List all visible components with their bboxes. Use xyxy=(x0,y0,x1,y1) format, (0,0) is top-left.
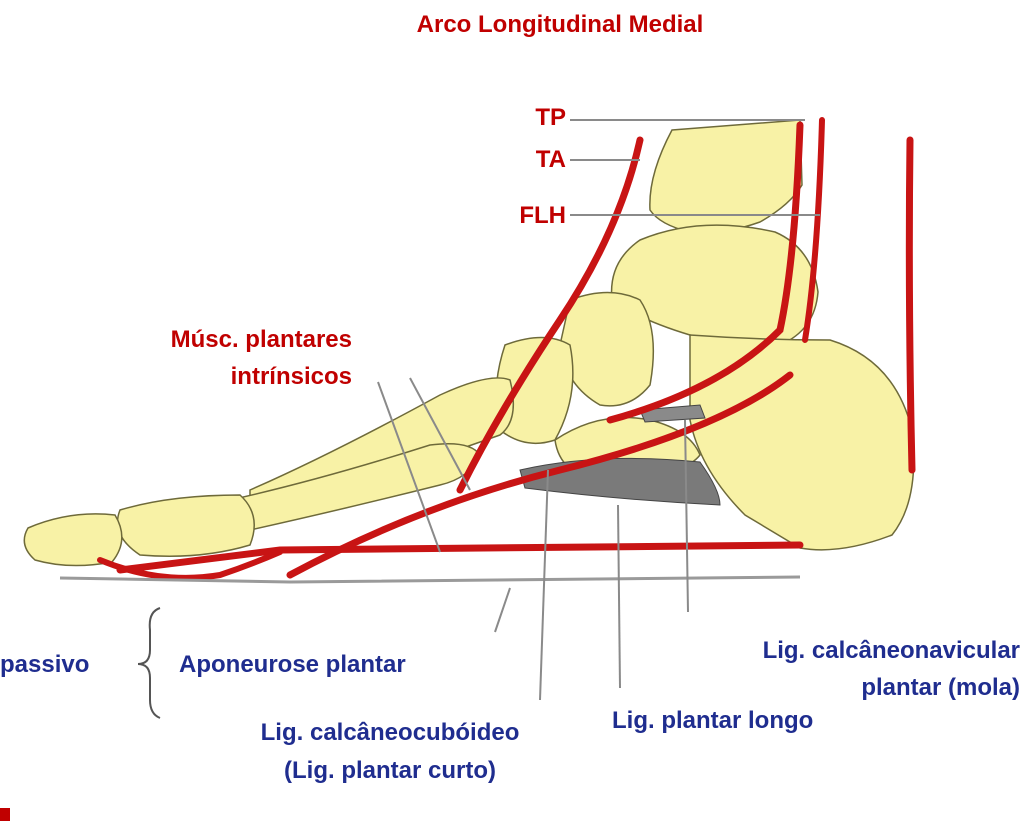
phalanx-bone xyxy=(118,495,255,556)
ligament-band xyxy=(520,458,720,505)
label-tp: TP xyxy=(480,103,566,132)
label-aponeurose-plantar: Aponeurose plantar xyxy=(179,650,406,679)
label-ta: TA xyxy=(480,145,566,174)
flexor-hallucis-longus-tendon xyxy=(909,140,912,470)
diagram-title: Arco Longitudinal Medial xyxy=(340,10,780,39)
partial-red-mark xyxy=(0,808,10,821)
navicular-bone xyxy=(560,293,653,406)
label-musc-plantares-line2: intrínsicos xyxy=(80,362,352,391)
label-flh: FLH xyxy=(480,201,566,230)
grouping-brace xyxy=(138,608,160,718)
label-calcaneonavicular-line2: plantar (mola) xyxy=(640,673,1020,702)
calcaneus-bone xyxy=(690,335,914,550)
leader-aponeurose xyxy=(495,588,510,632)
label-passivo: passivo xyxy=(0,650,89,679)
label-musc-plantares-line1: Músc. plantares xyxy=(80,325,352,354)
label-calcaneonavicular-line1: Lig. calcâneonavicular xyxy=(640,636,1020,665)
label-calcaneocuboideo-line1: Lig. calcâneocubóideo xyxy=(200,718,580,747)
phalanx-bone-2 xyxy=(24,514,122,566)
leader-plantar-longo xyxy=(618,505,620,688)
leader-calcaneocuboideo xyxy=(540,470,548,700)
label-calcaneocuboideo-line2: (Lig. plantar curto) xyxy=(200,756,580,785)
label-plantar-longo: Lig. plantar longo xyxy=(612,706,813,735)
